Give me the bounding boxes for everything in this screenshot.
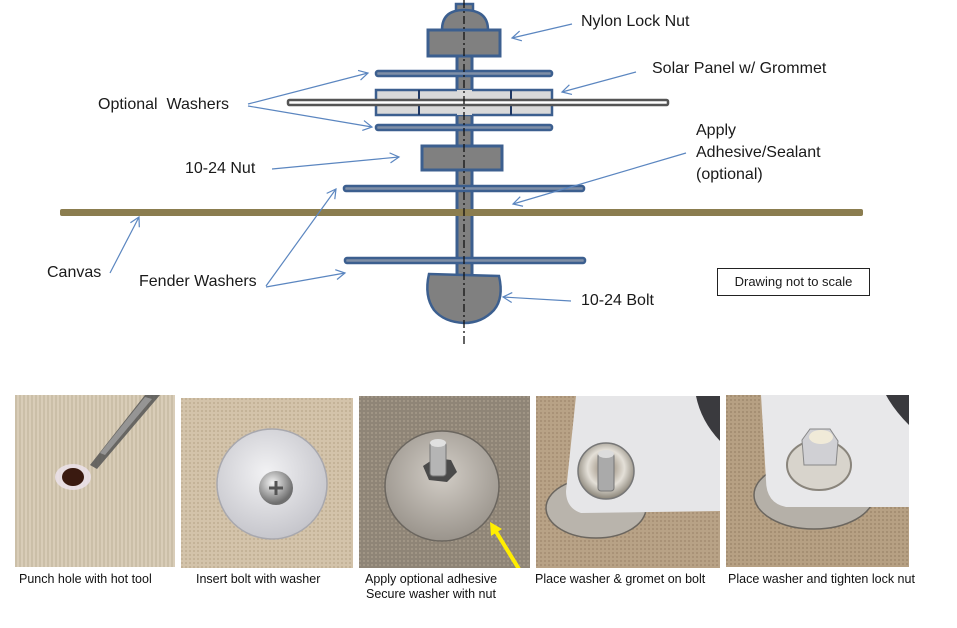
assembly-diagram (60, 0, 863, 345)
bolt-washer-photo (181, 398, 353, 568)
caption-step-1: Punch hole with hot tool (19, 572, 152, 586)
canvas-layer (60, 209, 863, 216)
label-nut: 10-24 Nut (185, 160, 256, 177)
hex-nut (420, 144, 504, 172)
label-solar-panel: Solar Panel w/ Grommet (652, 60, 827, 77)
label-canvas: Canvas (47, 264, 102, 281)
caption-step-4: Place washer & gromet on bolt (535, 572, 706, 586)
label-apply-line3: (optional) (696, 166, 763, 183)
grommet-photo (536, 396, 720, 568)
caption-step-2: Insert bolt with washer (196, 572, 321, 586)
fender-washer-bottom (343, 256, 587, 265)
canvas-hole-photo (15, 395, 175, 567)
lock-nut-dome (440, 8, 490, 32)
not-to-scale-note: Drawing not to scale (717, 268, 870, 296)
label-fender-washers: Fender Washers (139, 273, 257, 290)
label-bolt: 10-24 Bolt (581, 292, 654, 309)
label-apply-line1: Apply (696, 122, 737, 139)
caption-step-5: Place washer and tighten lock nut (728, 572, 915, 586)
leader-arrows (109, 23, 687, 304)
solar-panel (286, 98, 670, 107)
yellow-arrow-icon (493, 528, 521, 568)
nut-washer-photo (359, 396, 530, 568)
label-optional-washers: Optional Washers (98, 96, 230, 113)
caption-step-3-line1: Apply optional adhesive (365, 572, 498, 586)
lock-nut-photo (726, 395, 909, 567)
caption-step-3-line2: Secure washer with nut (366, 587, 496, 601)
label-apply-line2: Adhesive/Sealant (696, 144, 821, 161)
label-nylon-lock-nut: Nylon Lock Nut (581, 13, 690, 30)
